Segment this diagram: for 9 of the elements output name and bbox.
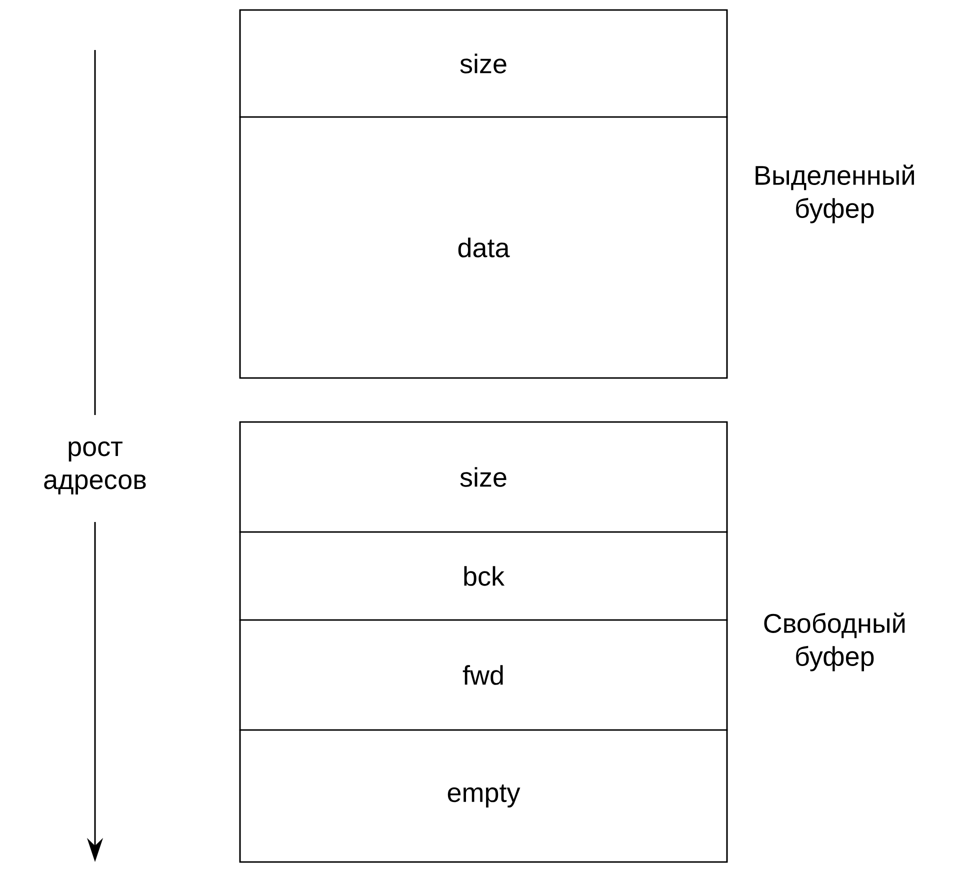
buffer-caption: Свободный буфер	[764, 612, 905, 672]
field-cell: size	[239, 9, 728, 118]
axis-label: рост адресов	[44, 441, 146, 495]
field-cell: size	[239, 421, 728, 533]
field-cell: data	[239, 116, 728, 379]
field-cell: empty	[239, 729, 728, 863]
field-cell: fwd	[239, 619, 728, 731]
field-cell: bck	[239, 531, 728, 621]
buffer-caption: Выделенный буфер	[756, 164, 914, 224]
